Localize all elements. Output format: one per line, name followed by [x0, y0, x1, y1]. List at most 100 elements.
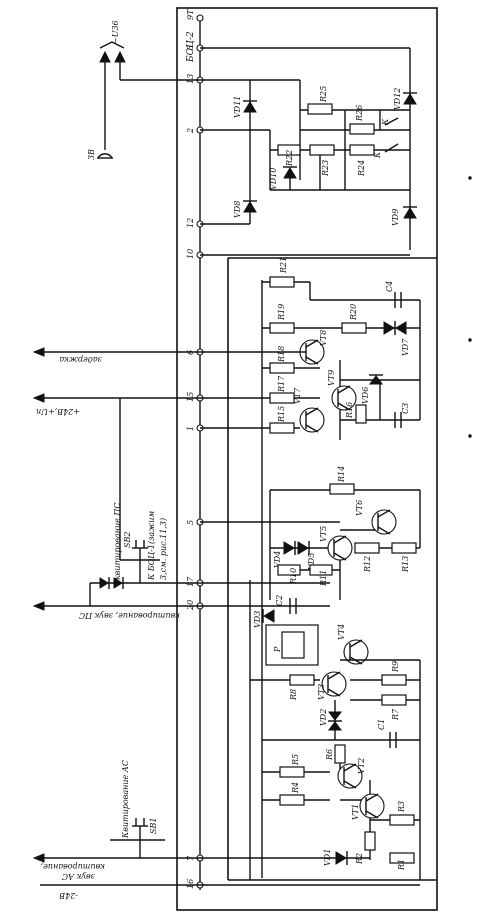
- relay-p-coil: [281, 631, 305, 659]
- r24-label: R24: [357, 160, 366, 177]
- sb2-label: SB2: [123, 532, 132, 548]
- transistor-vt8: [299, 339, 325, 365]
- k-boc2-label: 3,см. рис.11,3): [159, 518, 168, 580]
- transistor-vt3: [321, 671, 347, 697]
- relay-contact-k-top: [384, 117, 399, 126]
- r14-label: R14: [337, 466, 346, 483]
- transistor-vt5: [327, 535, 353, 561]
- resistor-r4: [279, 794, 305, 806]
- resistor-r10: [277, 564, 301, 576]
- r5-label: R5: [291, 754, 300, 766]
- kvit-ps-label: квитирование ПС: [113, 503, 122, 580]
- resistor-r22: [277, 144, 301, 156]
- c1-label: C1: [377, 719, 386, 730]
- r12-label: R12: [363, 556, 372, 573]
- vt9-label: VT9: [327, 370, 336, 386]
- transistor-vt7: [299, 407, 325, 433]
- external-plus24-line: [32, 393, 200, 560]
- transistor-vt9: [331, 385, 357, 411]
- resistor-r13: [391, 542, 417, 554]
- resistor-r20: [341, 322, 367, 334]
- vd10-label: VD10: [269, 168, 278, 190]
- resistor-r17: [269, 392, 295, 404]
- lower-mid-wires: [200, 580, 330, 880]
- vd3-label: VD3: [253, 611, 262, 628]
- r16-label: R16: [345, 402, 354, 419]
- upper-middle-wires: [200, 280, 421, 878]
- resistor-r21: [269, 276, 295, 288]
- resistor-r3: [389, 814, 415, 826]
- vd11-label: VD11: [233, 96, 242, 118]
- transistor-vt1: [359, 793, 385, 819]
- resistor-r25: [307, 103, 333, 115]
- scan-mark-2: [468, 338, 472, 342]
- vt1-label: VT1: [351, 804, 360, 820]
- r17-label: R17: [277, 375, 286, 393]
- diode-vd8: [243, 200, 257, 213]
- r7-label: R7: [391, 708, 400, 721]
- external-delay-line: [32, 347, 200, 357]
- resistor-r6: [334, 744, 346, 764]
- diode-vd11: [243, 100, 257, 113]
- relay-contact-k-mid: [384, 143, 399, 153]
- k-mid-label: К: [373, 151, 382, 159]
- c4-label: C4: [385, 281, 394, 292]
- r21-label: R21: [279, 257, 288, 274]
- resistor-r7: [381, 694, 407, 706]
- r10-label: R10: [289, 568, 298, 585]
- terminal-15-label: 15: [186, 392, 195, 402]
- diode-vd3: [262, 609, 275, 623]
- r15-label: R15: [277, 406, 286, 423]
- r20-label: R20: [349, 304, 358, 321]
- vt5-label: VT5: [319, 526, 328, 542]
- vt6-label: VT6: [355, 500, 364, 516]
- transistor-vt2: [337, 763, 363, 789]
- delay-label: задержка: [59, 355, 102, 364]
- relay-p-label: Р: [273, 646, 282, 653]
- bell-icon: [97, 153, 113, 159]
- vd1-label: VD1: [323, 849, 332, 866]
- ps-diodes: [99, 577, 124, 589]
- resistor-r1: [389, 852, 415, 864]
- resistor-r8: [289, 674, 315, 686]
- transistor-vt6: [371, 509, 397, 535]
- sound-label: ЗВ: [87, 149, 96, 160]
- scan-mark-1: [468, 176, 472, 180]
- r1-label: R1: [397, 859, 406, 871]
- diode-vd1: [335, 851, 348, 865]
- k-top-label: К: [381, 118, 390, 126]
- resistor-r26: [349, 123, 375, 135]
- vt4-label: VT4: [337, 624, 346, 640]
- capacitor-c2: [289, 598, 297, 614]
- main-block-frame: [176, 7, 438, 911]
- diode-vd4: [283, 541, 310, 555]
- vd9-label: VD9: [391, 209, 400, 226]
- vt7-label: VT7: [293, 387, 302, 404]
- r13-label: R13: [401, 556, 410, 573]
- resistor-r18: [269, 362, 295, 374]
- terminal-17-label: 17: [186, 576, 195, 587]
- u36-label: ~U36: [111, 20, 120, 44]
- diode-vd2: [328, 711, 342, 731]
- capacitor-c3: [394, 412, 402, 428]
- r23-label: R23: [321, 160, 330, 177]
- resistor-r15: [269, 422, 295, 434]
- vd12-label: VD12: [393, 88, 402, 110]
- vd2-label: VD2: [319, 709, 328, 726]
- terminal-1-label: 1: [186, 426, 195, 431]
- capacitor-c1: [389, 732, 397, 748]
- resistor-r14: [329, 483, 355, 495]
- r26-label: R26: [355, 105, 364, 122]
- resistor-r16: [355, 404, 367, 424]
- vd7-label: VD7: [401, 338, 410, 356]
- vt3-label: VT3: [317, 684, 326, 700]
- r25-label: R25: [319, 86, 328, 103]
- terminal-9t-label: 9Т: [186, 9, 195, 20]
- diode-vd12: [403, 92, 417, 105]
- pushbutton-sb2: [132, 540, 148, 560]
- terminal-13-label: 13: [186, 74, 195, 84]
- diode-vd6: [369, 374, 383, 385]
- resistor-r9: [381, 674, 407, 686]
- terminal-2-label: 2: [186, 128, 195, 134]
